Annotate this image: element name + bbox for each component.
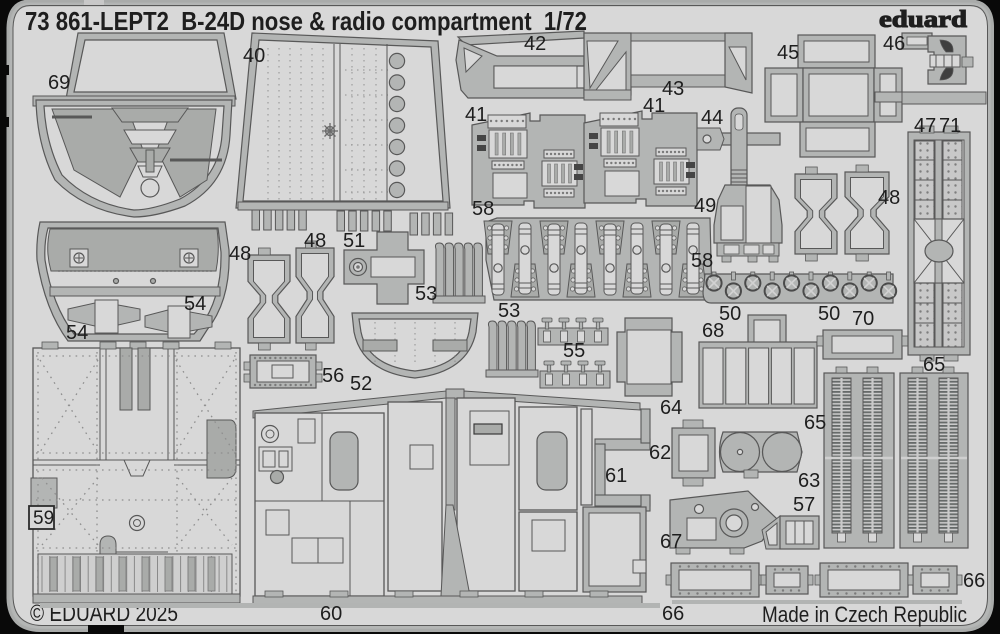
svg-text:65: 65 [923, 354, 945, 376]
svg-text:71: 71 [939, 115, 961, 137]
svg-text:53: 53 [498, 300, 520, 322]
svg-text:59: 59 [33, 508, 54, 529]
svg-text:45: 45 [777, 42, 799, 64]
svg-text:70: 70 [852, 308, 874, 330]
svg-text:46: 46 [883, 33, 905, 55]
svg-text:55: 55 [563, 340, 585, 362]
svg-text:51: 51 [343, 230, 365, 252]
svg-text:56: 56 [322, 365, 344, 387]
svg-text:44: 44 [701, 107, 723, 129]
svg-text:eduard: eduard [879, 7, 968, 33]
svg-text:41: 41 [465, 104, 487, 126]
svg-text:63: 63 [798, 470, 820, 492]
svg-text:69: 69 [48, 72, 70, 94]
svg-text:54: 54 [66, 322, 88, 344]
svg-text:48: 48 [878, 187, 900, 209]
svg-text:66: 66 [963, 570, 985, 592]
svg-text:65: 65 [804, 412, 826, 434]
svg-text:42: 42 [524, 33, 546, 55]
svg-text:53: 53 [415, 283, 437, 305]
svg-text:61: 61 [605, 465, 627, 487]
svg-text:52: 52 [350, 373, 372, 395]
svg-text:66: 66 [662, 603, 684, 625]
svg-text:62: 62 [649, 442, 671, 464]
svg-text:47: 47 [914, 115, 936, 137]
svg-text:54: 54 [184, 293, 206, 315]
svg-text:50: 50 [719, 303, 741, 325]
svg-text:48: 48 [304, 230, 326, 252]
svg-text:58: 58 [691, 250, 713, 272]
svg-text:49: 49 [694, 195, 716, 217]
svg-text:Made in Czech Republic: Made in Czech Republic [762, 602, 967, 627]
svg-text:57: 57 [793, 494, 815, 516]
svg-text:67: 67 [660, 531, 682, 553]
svg-text:50: 50 [818, 303, 840, 325]
svg-text:48: 48 [229, 243, 251, 265]
svg-text:58: 58 [472, 198, 494, 220]
svg-text:40: 40 [243, 45, 265, 67]
svg-text:68: 68 [702, 320, 724, 342]
svg-text:41: 41 [643, 95, 665, 117]
svg-text:73 861-LEPT2 B-24D nose & rad: 73 861-LEPT2 B-24D nose & radio compartm… [25, 6, 587, 36]
svg-text:64: 64 [660, 397, 682, 419]
svg-text:60: 60 [320, 603, 342, 625]
svg-text:43: 43 [662, 78, 684, 100]
